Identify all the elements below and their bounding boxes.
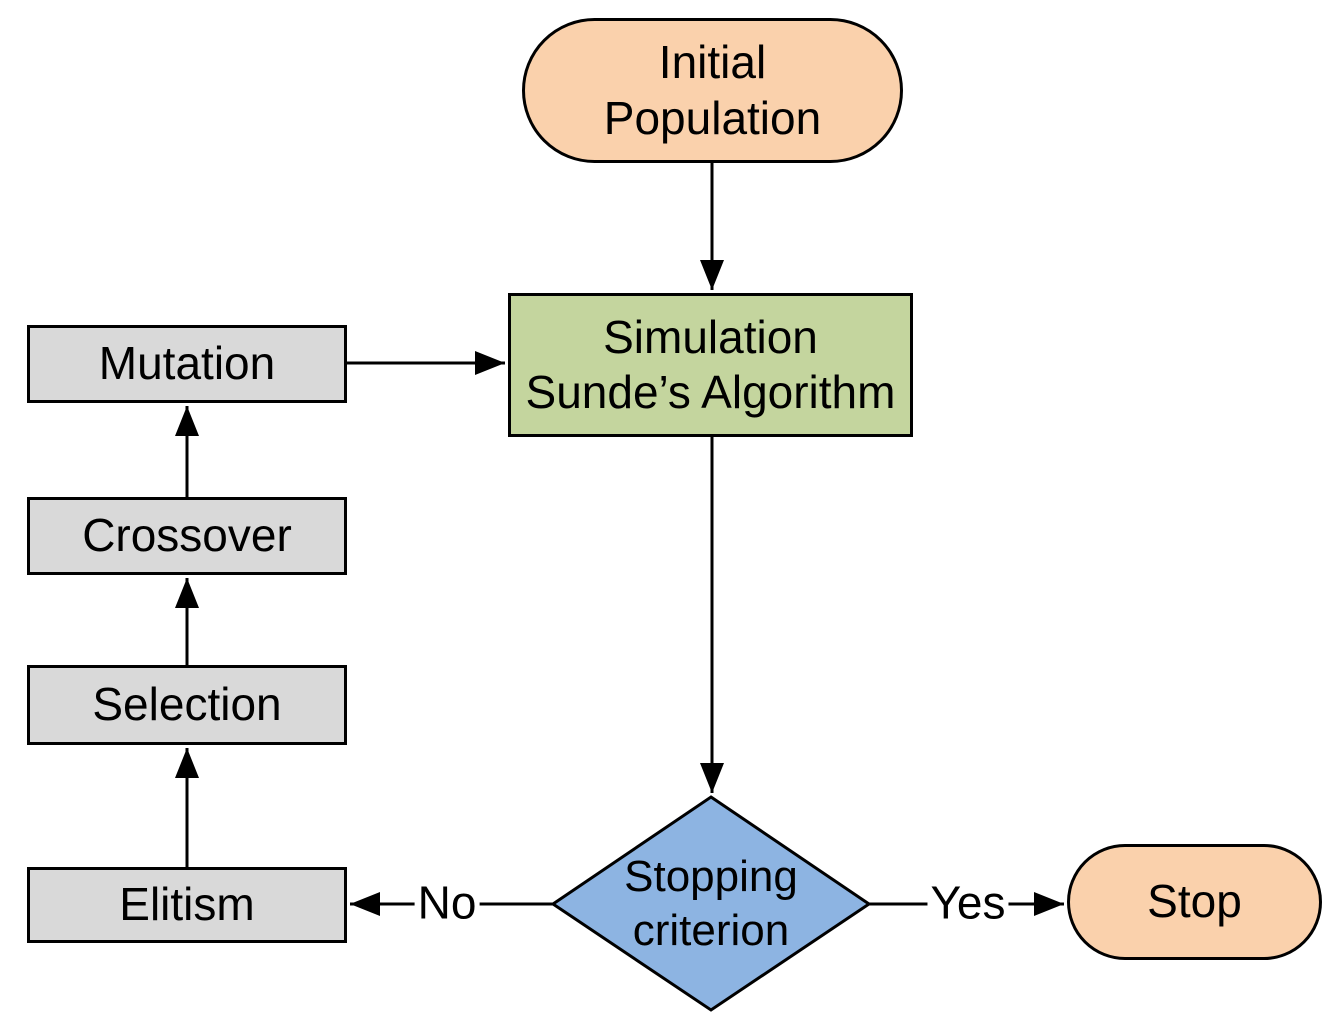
edge-label-yes: Yes xyxy=(927,878,1009,929)
node-label-line: Sunde’s Algorithm xyxy=(525,366,896,418)
stopping-criterion-shape xyxy=(550,795,872,1012)
node-selection: Selection xyxy=(27,665,347,745)
node-label: Selection xyxy=(92,678,282,731)
node-initial-population: Initial Population xyxy=(522,18,903,163)
node-label-line: Simulation xyxy=(603,310,818,363)
node-crossover: Crossover xyxy=(27,497,347,575)
node-label-line: Population xyxy=(603,91,822,144)
node-simulation: Simulation Sunde’s Algorithm xyxy=(508,293,913,437)
edge-label-no: No xyxy=(414,878,480,929)
node-mutation: Mutation xyxy=(27,325,347,403)
node-label-line: Stopping xyxy=(624,852,798,902)
node-stopping-criterion: Stopping criterion xyxy=(591,849,831,959)
node-label: Crossover xyxy=(82,509,292,562)
node-label: Elitism xyxy=(119,878,255,931)
node-stop: Stop xyxy=(1067,844,1322,960)
node-label-line: Initial xyxy=(658,36,767,89)
node-label: Mutation xyxy=(98,337,276,390)
node-label: Stop xyxy=(1147,875,1242,928)
node-label-line: criterion xyxy=(632,906,790,955)
node-elitism: Elitism xyxy=(27,867,347,943)
